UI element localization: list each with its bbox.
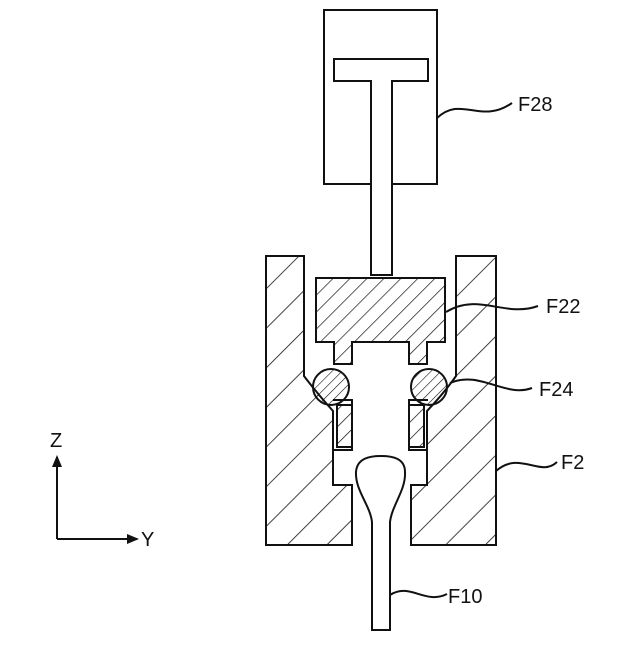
actuator-cylinder	[324, 10, 437, 275]
label-f28: F28	[518, 94, 552, 116]
label-f22: F22	[546, 296, 580, 318]
workpiece	[356, 456, 405, 630]
z-axis-label: Z	[50, 430, 62, 452]
label-f24: F24	[539, 379, 573, 401]
ball-right	[411, 369, 447, 405]
coordinate-axes: Z Y	[50, 430, 154, 551]
pressing-block	[316, 278, 445, 364]
label-f2: F2	[561, 452, 584, 474]
inner-sleeve	[333, 400, 428, 450]
y-axis-label: Y	[141, 529, 154, 551]
label-f10: F10	[448, 586, 482, 608]
ball-left	[313, 369, 349, 405]
